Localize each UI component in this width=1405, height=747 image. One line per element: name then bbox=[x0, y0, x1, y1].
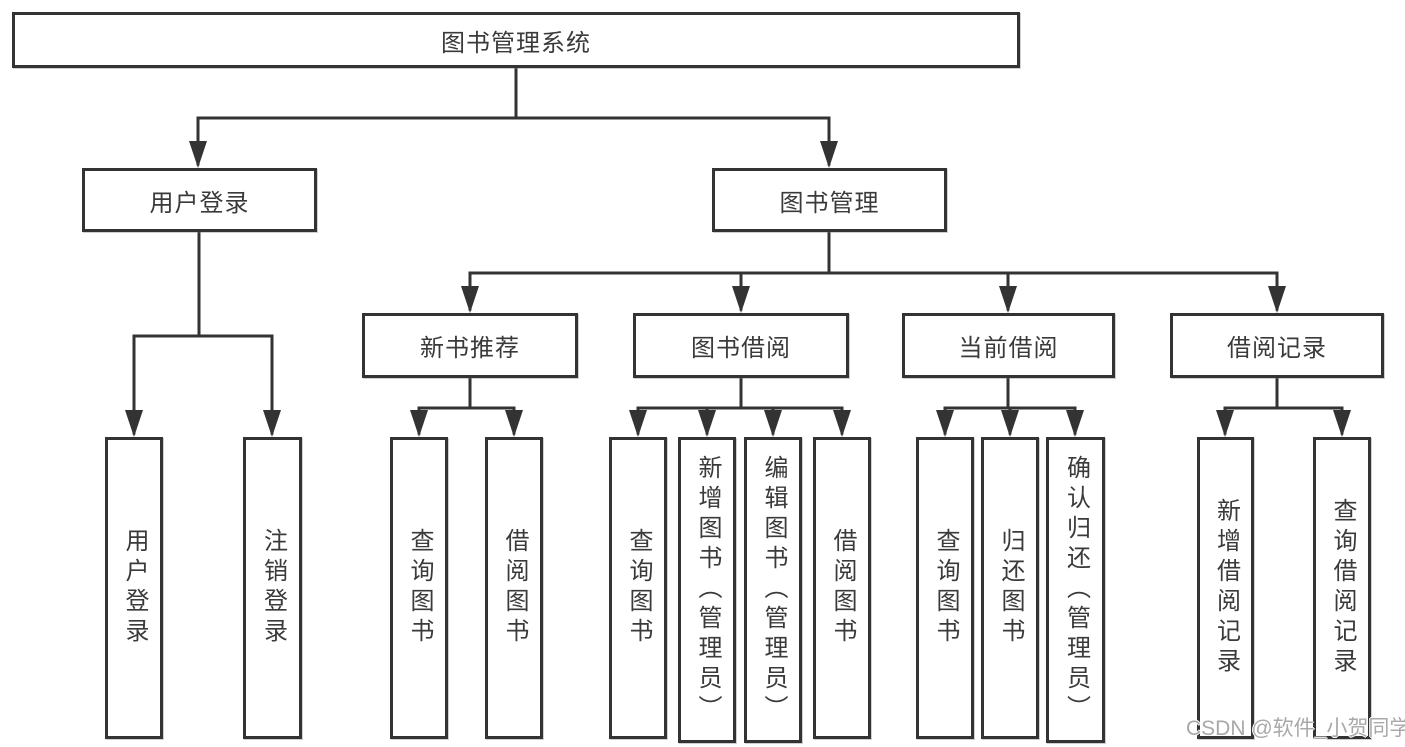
leaf-br-query-record-label: 查询借阅记录 bbox=[1329, 498, 1356, 678]
leaf-cb-return-books: 归还图书 bbox=[981, 437, 1039, 739]
leaf-bb-borrow-books: 借阅图书 bbox=[813, 437, 871, 739]
leaf-br-query-record: 查询借阅记录 bbox=[1313, 437, 1371, 739]
leaf-logout-label: 注销登录 bbox=[259, 528, 287, 648]
node-book-management-label: 图书管理 bbox=[779, 189, 880, 217]
node-new-book-recommend-label: 新书推荐 bbox=[420, 335, 520, 362]
leaf-nb-borrow-books: 借阅图书 bbox=[485, 437, 543, 739]
node-borrowing-records: 借阅记录 bbox=[1170, 313, 1384, 378]
leaf-logout: 注销登录 bbox=[243, 437, 302, 739]
leaf-bb-query-books: 查询图书 bbox=[609, 437, 667, 739]
leaf-cb-confirm-return-admin-label: 确认归还（管理员） bbox=[1062, 455, 1090, 725]
node-root: 图书管理系统 bbox=[12, 12, 1020, 68]
leaf-cb-return-books-label: 归还图书 bbox=[997, 528, 1024, 648]
leaf-cb-query-books-label: 查询图书 bbox=[932, 528, 959, 648]
leaf-bb-edit-books-admin: 编辑图书（管理员） bbox=[744, 437, 802, 743]
leaf-cb-query-books: 查询图书 bbox=[916, 437, 974, 739]
node-borrowing-records-label: 借阅记录 bbox=[1227, 335, 1327, 362]
node-new-book-recommend: 新书推荐 bbox=[362, 313, 578, 378]
leaf-nb-borrow-books-label: 借阅图书 bbox=[501, 528, 528, 648]
leaf-bb-add-books-admin: 新增图书（管理员） bbox=[678, 437, 736, 743]
watermark: CSDN @软件_小贺同学 bbox=[1186, 717, 1405, 740]
connector-path bbox=[132, 66, 1344, 435]
node-user-login: 用户登录 bbox=[82, 168, 317, 232]
leaf-bb-borrow-books-label: 借阅图书 bbox=[829, 528, 856, 648]
leaf-user-login: 用户登录 bbox=[105, 437, 163, 739]
leaf-bb-edit-books-admin-label: 编辑图书（管理员） bbox=[760, 455, 787, 725]
leaf-bb-query-books-label: 查询图书 bbox=[625, 528, 652, 648]
leaf-br-add-record: 新增借阅记录 bbox=[1197, 437, 1254, 739]
node-book-borrowing-label: 图书借阅 bbox=[691, 335, 791, 362]
leaf-nb-query-books: 查询图书 bbox=[390, 437, 448, 739]
node-current-borrowing-label: 当前借阅 bbox=[958, 335, 1059, 362]
node-user-login-label: 用户登录 bbox=[149, 189, 250, 217]
leaf-bb-add-books-admin-label: 新增图书（管理员） bbox=[694, 455, 721, 725]
node-current-borrowing: 当前借阅 bbox=[902, 313, 1115, 378]
leaf-user-login-label: 用户登录 bbox=[121, 528, 148, 648]
leaf-nb-query-books-label: 查询图书 bbox=[406, 528, 433, 648]
leaf-cb-confirm-return-admin: 确认归还（管理员） bbox=[1046, 437, 1105, 743]
leaf-br-add-record-label: 新增借阅记录 bbox=[1212, 498, 1240, 678]
node-book-borrowing: 图书借阅 bbox=[633, 313, 849, 378]
arrowheads bbox=[125, 141, 1351, 437]
node-book-management: 图书管理 bbox=[712, 168, 947, 232]
node-root-label: 图书管理系统 bbox=[441, 29, 591, 57]
